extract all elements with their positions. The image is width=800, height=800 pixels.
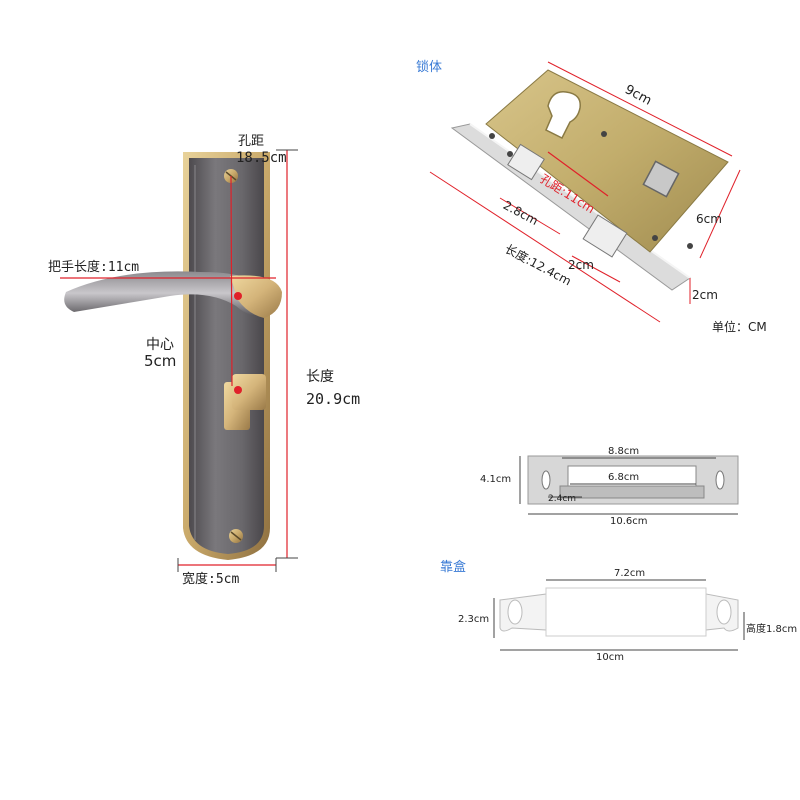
lock-dimension-lines bbox=[429, 61, 741, 323]
center-value: 5cm bbox=[144, 352, 177, 370]
box-top-label: 7.2cm bbox=[614, 568, 646, 579]
lock-face-label: 2cm bbox=[692, 288, 718, 302]
strike-outer-label: 8.8cm bbox=[608, 446, 640, 457]
lever-handle bbox=[64, 271, 282, 318]
handle-length-label: 把手长度:11cm bbox=[48, 260, 140, 275]
hole-distance-label: 孔距 bbox=[238, 134, 265, 149]
screw-icon bbox=[229, 529, 243, 543]
hole-distance-value: 18.5cm bbox=[236, 150, 287, 166]
length-label: 长度 bbox=[306, 369, 334, 385]
strike-total-label: 10.6cm bbox=[610, 516, 648, 527]
strike-box bbox=[499, 587, 739, 637]
strike-dimension-lines bbox=[519, 456, 738, 515]
lock-height-label: 6cm bbox=[696, 212, 722, 226]
handle-dimension-lines bbox=[60, 150, 288, 566]
strike-plate bbox=[527, 455, 739, 505]
center-label: 中心 bbox=[146, 337, 174, 353]
box-dimension-lines bbox=[493, 579, 745, 651]
lock-bolt-label: 2cm bbox=[568, 258, 594, 272]
unit-label: 单位：CM bbox=[712, 320, 767, 334]
box-total-label: 10cm bbox=[596, 652, 624, 663]
box-depth-label: 高度1.8cm bbox=[746, 624, 798, 635]
lock-hole-line bbox=[547, 151, 609, 197]
strike-slot-label: 2.4cm bbox=[548, 494, 577, 504]
width-label: 宽度:5cm bbox=[182, 572, 240, 587]
strike-inner-label: 6.8cm bbox=[608, 472, 640, 483]
lock-body bbox=[450, 69, 729, 291]
backplate bbox=[183, 152, 270, 560]
strike-height-label: 4.1cm bbox=[480, 474, 512, 485]
length-value: 20.9cm bbox=[306, 390, 361, 408]
handle-extension-lines bbox=[177, 149, 298, 572]
thumb-turn bbox=[224, 374, 266, 430]
box-height-label: 2.3cm bbox=[458, 614, 490, 625]
strike-box-title: 靠盒 bbox=[440, 560, 467, 575]
lock-body-title: 锁体 bbox=[416, 60, 443, 75]
